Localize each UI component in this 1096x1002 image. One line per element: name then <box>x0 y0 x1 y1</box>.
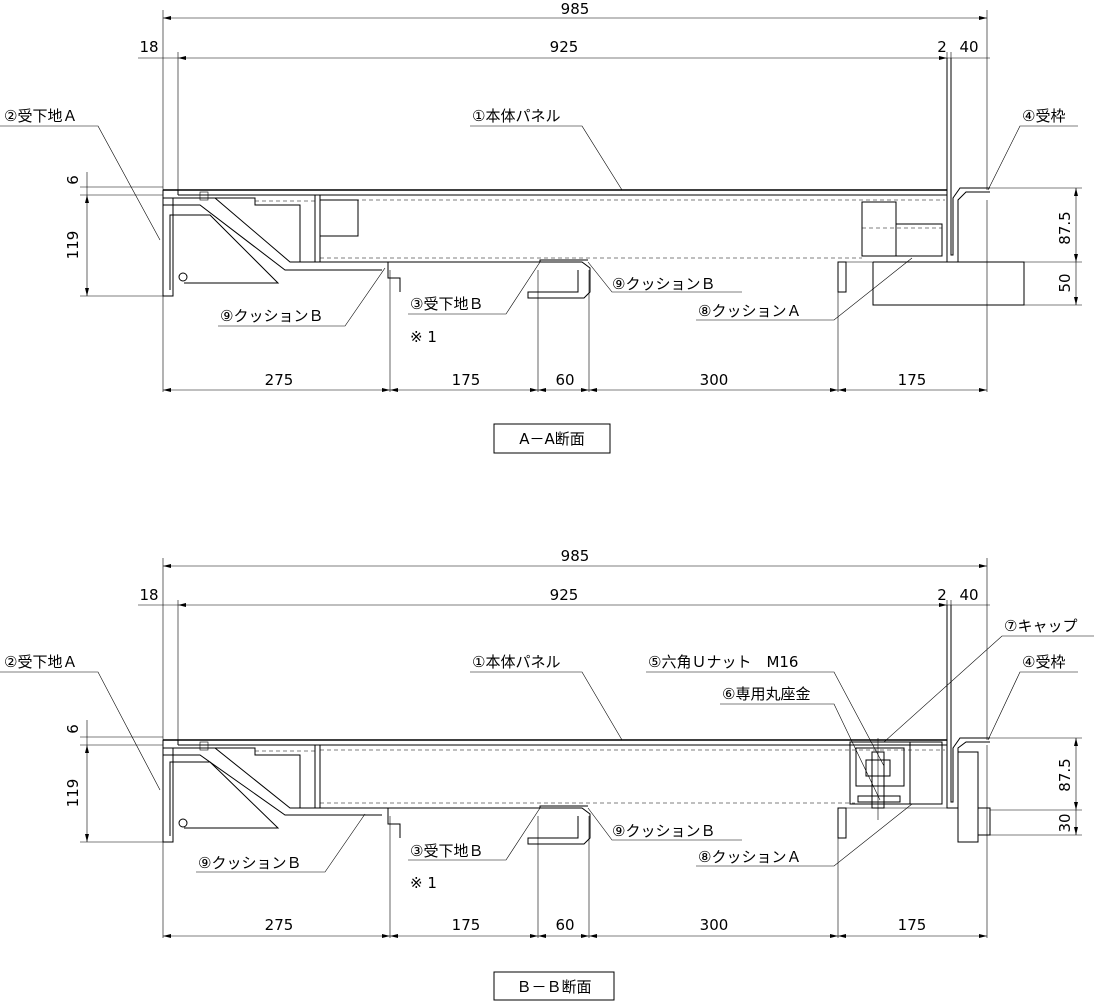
label-note-b: ※ 1 <box>410 874 437 892</box>
dim-b1: 275 <box>265 371 294 389</box>
dim-gap-b: 2 <box>937 586 947 604</box>
label-frame-b: ④受枠 <box>1022 653 1065 671</box>
dim-inner: 925 <box>550 38 579 56</box>
label-nut-b: ⑤六角Ｕナット M16 <box>648 653 798 671</box>
dim-right-lower-b: 30 <box>1056 813 1074 832</box>
dim-gap: 2 <box>937 38 947 56</box>
label-cushion-b-left-b: ⑨クッションＢ <box>198 854 301 872</box>
label-washer-b: ⑥専用丸座金 <box>722 685 810 703</box>
dim-top-thick-b: 6 <box>64 724 82 734</box>
label-cushion-b-mid: ⑨クッションＢ <box>612 275 715 293</box>
dim-left-height: 119 <box>64 231 82 260</box>
label-panel: ①本体パネル <box>472 107 560 125</box>
label-cushion-a-b: ⑧クッションＡ <box>698 848 801 866</box>
dim-b2: 175 <box>452 371 481 389</box>
label-base-b-b: ③受下地Ｂ <box>410 842 483 860</box>
dim-right-upper-b: 87.5 <box>1056 758 1074 791</box>
title-section-a: A－A断面 <box>519 430 585 448</box>
label-cap-b: ⑦キャップ <box>1004 617 1077 635</box>
label-frame: ④受枠 <box>1022 107 1065 125</box>
dim-b1-b: 275 <box>265 916 294 934</box>
dim-top-thick: 6 <box>64 175 82 185</box>
dim-inner-b: 925 <box>550 586 579 604</box>
section-a: 985 18 925 2 40 6 119 87.5 50 <box>0 0 1082 454</box>
dim-overall-b: 985 <box>561 547 590 565</box>
label-cushion-b-left: ⑨クッションＢ <box>220 307 323 325</box>
label-base-b: ③受下地Ｂ <box>410 295 483 313</box>
dim-overall: 985 <box>561 0 590 18</box>
dim-left-b: 18 <box>139 586 158 604</box>
label-cushion-a: ⑧クッションＡ <box>698 302 801 320</box>
dim-right-lower: 50 <box>1056 273 1074 292</box>
dim-b5: 175 <box>898 371 927 389</box>
section-b: 985 18 925 2 40 6 119 87.5 30 <box>0 547 1094 1001</box>
dim-left: 18 <box>139 38 158 56</box>
dim-left-height-b: 119 <box>64 779 82 808</box>
label-base-a-b: ②受下地Ａ <box>4 653 77 671</box>
label-note: ※ 1 <box>410 328 437 346</box>
title-section-b: Ｂ－Ｂ断面 <box>516 978 591 996</box>
dim-b5-b: 175 <box>898 916 927 934</box>
dim-right: 40 <box>959 38 978 56</box>
label-base-a: ②受下地Ａ <box>4 107 77 125</box>
dim-b3-b: 60 <box>555 916 574 934</box>
dim-b4: 300 <box>700 371 729 389</box>
dim-b3: 60 <box>555 371 574 389</box>
dim-right-b: 40 <box>959 586 978 604</box>
label-panel-b: ①本体パネル <box>472 653 560 671</box>
dim-right-upper: 87.5 <box>1056 211 1074 244</box>
dim-b2-b: 175 <box>452 916 481 934</box>
dim-b4-b: 300 <box>700 916 729 934</box>
label-cushion-b-mid-b: ⑨クッションＢ <box>612 822 715 840</box>
